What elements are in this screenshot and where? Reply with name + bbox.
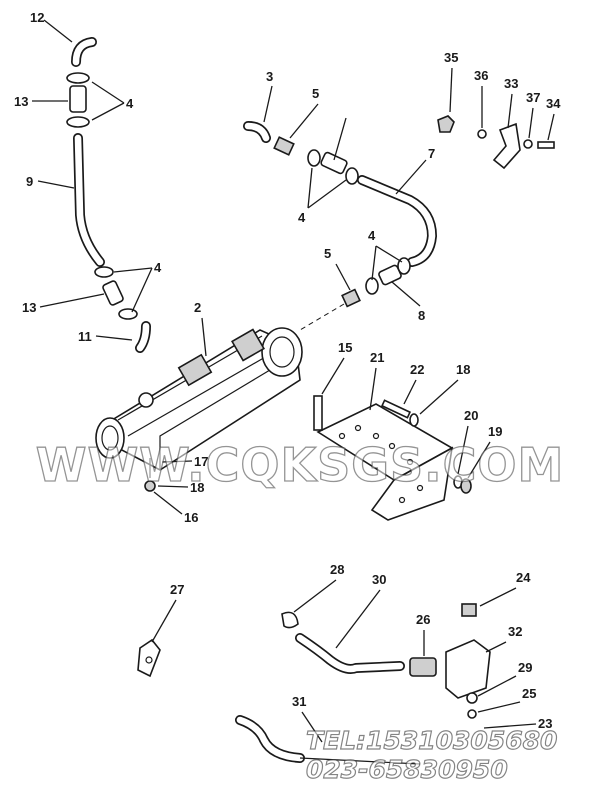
mounting-bracket-21	[144, 395, 472, 521]
callout-label: 5	[312, 86, 319, 101]
washer-25	[467, 709, 477, 719]
hose-sleeve	[320, 151, 348, 175]
callout-label: 16	[184, 510, 198, 525]
washer-36	[477, 129, 487, 139]
washer-18	[409, 413, 419, 427]
callout-label: 29	[518, 660, 532, 675]
callout-label: 4	[298, 210, 306, 225]
hose-clamp	[66, 116, 90, 128]
watermark-contact: TEL:15310305680 023-65830950	[305, 725, 558, 784]
upper-hose-assembly	[243, 121, 437, 331]
callout-label: 19	[488, 424, 502, 439]
adapter-fitting-5	[273, 136, 295, 156]
callout-label: 35	[444, 50, 458, 65]
oil-cooler-body-2	[95, 327, 303, 478]
bolt-22	[380, 399, 412, 419]
callout-label: 4	[368, 228, 376, 243]
washer-37	[523, 139, 533, 149]
watermark-tel: TEL:15310305680	[305, 725, 558, 755]
watermark-site: WWW.CQKSGS.COM	[35, 437, 565, 492]
callout-label: 18	[456, 362, 470, 377]
callout-label: 13	[14, 94, 28, 109]
hose-clamp	[118, 308, 138, 320]
hose-clamp	[66, 72, 90, 84]
nut-19	[460, 478, 472, 494]
callout-label: 12	[30, 10, 44, 25]
callout-label: 2	[194, 300, 201, 315]
callout-label: 17	[194, 454, 208, 469]
hose-sleeve-8	[378, 264, 402, 286]
watermark-phone: 023-65830950	[305, 754, 508, 784]
callout-label: 31	[292, 694, 306, 709]
bolt-34	[537, 141, 555, 149]
callout-label: 27	[170, 582, 184, 597]
clamp-28	[281, 611, 299, 629]
callout-label: 20	[464, 408, 478, 423]
callout-label: 21	[370, 350, 384, 365]
sensor-26	[409, 657, 437, 677]
callout-label: 28	[330, 562, 344, 577]
hose-sleeve-13	[102, 280, 124, 306]
switch-32	[445, 639, 491, 699]
nut-24	[461, 603, 477, 617]
bracket-33	[492, 122, 521, 170]
hose-clamp	[365, 277, 379, 295]
callout-label: 34	[546, 96, 561, 111]
callout-label: 13	[22, 300, 36, 315]
callout-label: 11	[78, 329, 92, 344]
cooler-end-cap	[261, 327, 303, 377]
callout-label: 24	[516, 570, 531, 585]
hose-clamp	[94, 266, 114, 278]
hose-sleeve-13	[69, 85, 87, 113]
callout-label: 22	[410, 362, 424, 377]
hose-clamp	[307, 149, 321, 167]
callout-label: 23	[538, 716, 552, 731]
callout-label: 26	[416, 612, 430, 627]
callout-label: 25	[522, 686, 536, 701]
callout-label: 33	[504, 76, 518, 91]
callout-label: 7	[428, 146, 435, 161]
callout-label: 4	[126, 96, 134, 111]
callout-label: 36	[474, 68, 488, 83]
left-hose-assembly	[66, 37, 151, 353]
washer-29	[466, 692, 478, 704]
washer-18	[144, 480, 156, 492]
bolt-15	[313, 395, 323, 431]
callout-label: 15	[338, 340, 352, 355]
callout-label: 5	[324, 246, 331, 261]
callout-label: 37	[526, 90, 540, 105]
adapter-fitting-5	[341, 288, 361, 308]
callout-label: 30	[372, 572, 386, 587]
callout-label: 8	[418, 308, 425, 323]
clip-27	[137, 638, 161, 678]
fitting-35	[437, 115, 455, 133]
bracket-assembly-33	[437, 115, 555, 170]
callout-label: 4	[154, 260, 162, 275]
callouts: 12 13 4 9 13 4 11 2 3 5 7 4 5 4 8 35	[14, 10, 561, 743]
hose-clamp	[345, 167, 359, 185]
callout-label: 3	[266, 69, 273, 84]
callout-label: 18	[190, 480, 204, 495]
cooler-end-cap	[95, 417, 125, 459]
callout-label: 9	[26, 174, 33, 189]
sensor-assembly	[235, 603, 491, 765]
callout-label: 32	[508, 624, 522, 639]
